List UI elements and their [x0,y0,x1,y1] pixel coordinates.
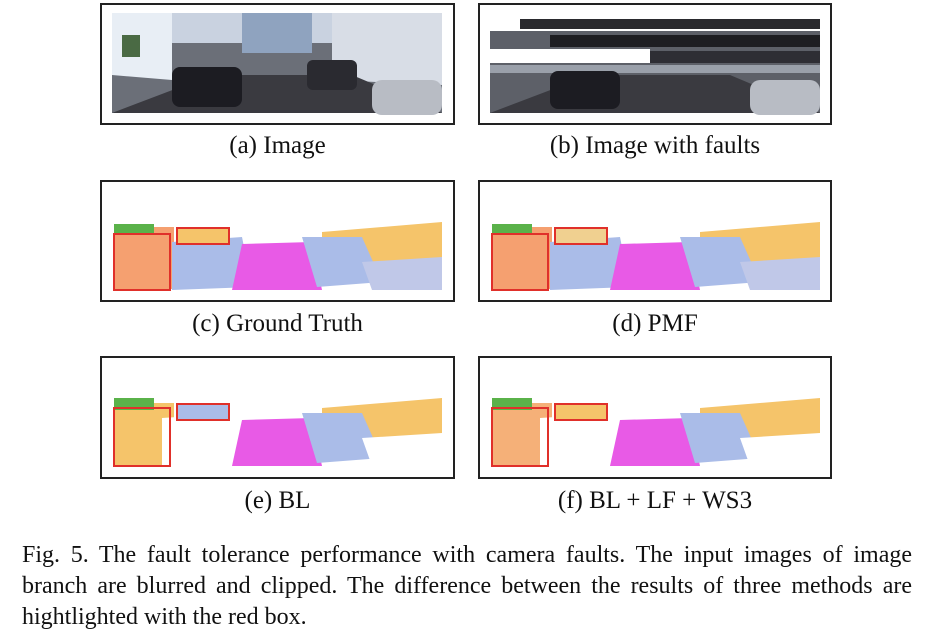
panel-label-pmf: (d) PMF [612,310,698,337]
panel-label-image-with-faults: (b) Image with faults [549,132,761,159]
segmentation-pmf [491,222,820,291]
panel-pmf [478,180,832,302]
figure-caption-text: The fault tolerance performance with cam… [22,542,913,630]
panel-bl [100,356,455,479]
panel-ground-truth [100,180,455,302]
figure-caption: Fig. 5.The fault tolerance performance w… [22,540,912,633]
panel-label-ground-truth: (c) Ground Truth [192,310,363,337]
street-photo [112,13,442,115]
panel-bl-lf-ws3 [478,356,832,479]
panel-label-bl-lf-ws3: (f) BL + LF + WS3 [557,487,753,514]
panel-image [100,3,455,125]
panel-label-bl: (e) BL [244,487,311,514]
figure-caption-label: Fig. 5. [22,542,89,568]
segmentation-bl-lf-ws3 [491,398,820,467]
faulty-street-photo [490,13,820,115]
segmentation-ground-truth [113,222,442,291]
panel-label-image: (a) Image [229,132,326,159]
panel-image-with-faults [478,3,832,125]
segmentation-bl [113,398,442,467]
